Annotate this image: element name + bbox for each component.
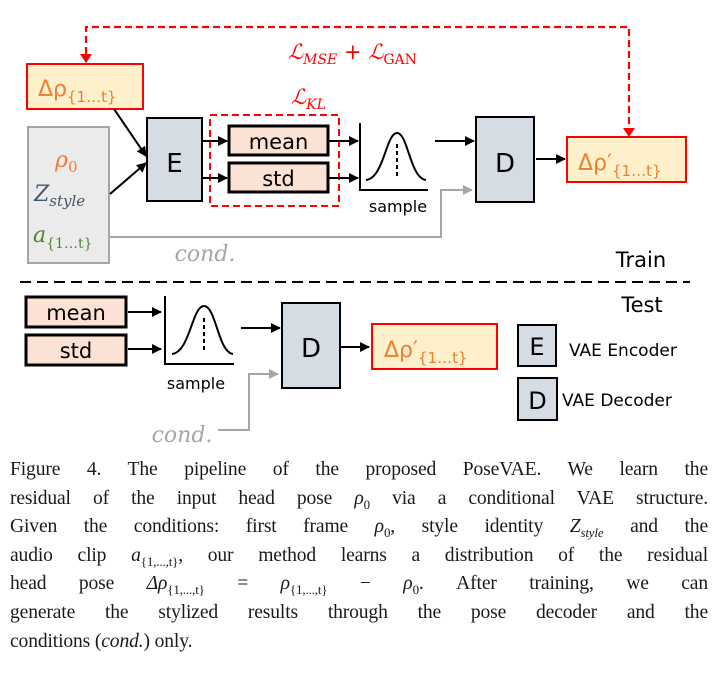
train-output-delta-rho-box: Δρ′{1…t} <box>566 136 687 183</box>
caption-line-5: head pose Δρ{1,...,t} = ρ{1,...,t} − ρ0.… <box>10 573 708 598</box>
svg-text:Δρ′{1…t}: Δρ′{1…t} <box>578 151 662 180</box>
train-sample-distribution-icon: sample <box>359 123 428 216</box>
input-audio: a{1…t} <box>33 223 92 252</box>
train-cond-line <box>109 185 473 238</box>
svg-text:Δρ{1…t}: Δρ{1…t} <box>38 77 117 106</box>
svg-text:Δρ′{1…t}: Δρ′{1…t} <box>384 338 468 367</box>
loss-arrowhead-left <box>80 54 92 63</box>
train-std-box: std <box>227 161 330 194</box>
caption-line-1: Figure 4. The pipeline of the proposed P… <box>10 459 708 480</box>
train-mean-box: mean <box>227 124 330 157</box>
legend-encoder: E VAE Encoder <box>517 324 677 367</box>
test-output-delta-rho-box: Δρ′{1…t} <box>371 323 498 370</box>
svg-text:mean: mean <box>249 130 309 154</box>
test-cond-label: cond. <box>152 423 213 448</box>
svg-text:VAE Decoder: VAE Decoder <box>562 391 672 411</box>
input-rho0: ρ0 <box>54 148 77 176</box>
test-mean-box: mean <box>24 295 128 329</box>
caption-line-3: Given the conditions: first frame ρ0, st… <box>10 516 708 541</box>
svg-text:E: E <box>166 149 182 179</box>
target-delta-rho-box: Δρ{1…t} <box>26 63 144 110</box>
svg-text:std: std <box>262 167 295 191</box>
caption-line-2: residual of the input head pose ρ0 via a… <box>10 487 709 512</box>
svg-text:D: D <box>301 334 321 364</box>
encoder-block: E <box>146 117 203 202</box>
input-zstyle: Zstyle <box>33 182 85 210</box>
figure-caption: Figure 4. The pipeline of the proposed P… <box>10 456 708 656</box>
svg-text:E: E <box>529 333 544 361</box>
posevae-pipeline-diagram: ℒMSE + ℒGAN Δρ{1…t} ρ0 Zstyle a{1…t} E ℒ… <box>20 25 690 448</box>
train-section-label: Train <box>615 248 666 272</box>
caption-line-7: conditions (cond.) only. <box>10 630 193 652</box>
test-std-box: std <box>24 333 128 367</box>
test-section-label: Test <box>620 293 662 317</box>
svg-text:D: D <box>495 149 515 179</box>
svg-text:mean: mean <box>46 301 106 325</box>
loss-arrowhead-right <box>623 128 635 137</box>
svg-text:VAE Encoder: VAE Encoder <box>569 341 677 361</box>
loss-mse-gan-label: ℒMSE + ℒGAN <box>288 40 417 68</box>
caption-line-4: audio clip a{1,...,t}, our method learns… <box>10 544 708 569</box>
svg-text:sample: sample <box>167 374 225 393</box>
svg-text:std: std <box>60 339 93 363</box>
condition-inputs-box: ρ0 Zstyle a{1…t} <box>27 126 110 264</box>
caption-line-6: generate the stylized results through th… <box>10 601 708 623</box>
test-decoder-block: D <box>281 302 341 389</box>
loss-kl-label: ℒKL <box>291 85 326 113</box>
train-decoder-block: D <box>475 116 535 203</box>
legend-decoder: D VAE Decoder <box>517 377 672 421</box>
train-cond-label: cond. <box>175 242 236 267</box>
test-sample-distribution-icon: sample <box>164 296 234 393</box>
svg-text:D: D <box>528 387 546 415</box>
test-cond-line <box>218 369 279 431</box>
loss-feedback-loop <box>84 25 631 135</box>
svg-text:sample: sample <box>369 197 427 216</box>
